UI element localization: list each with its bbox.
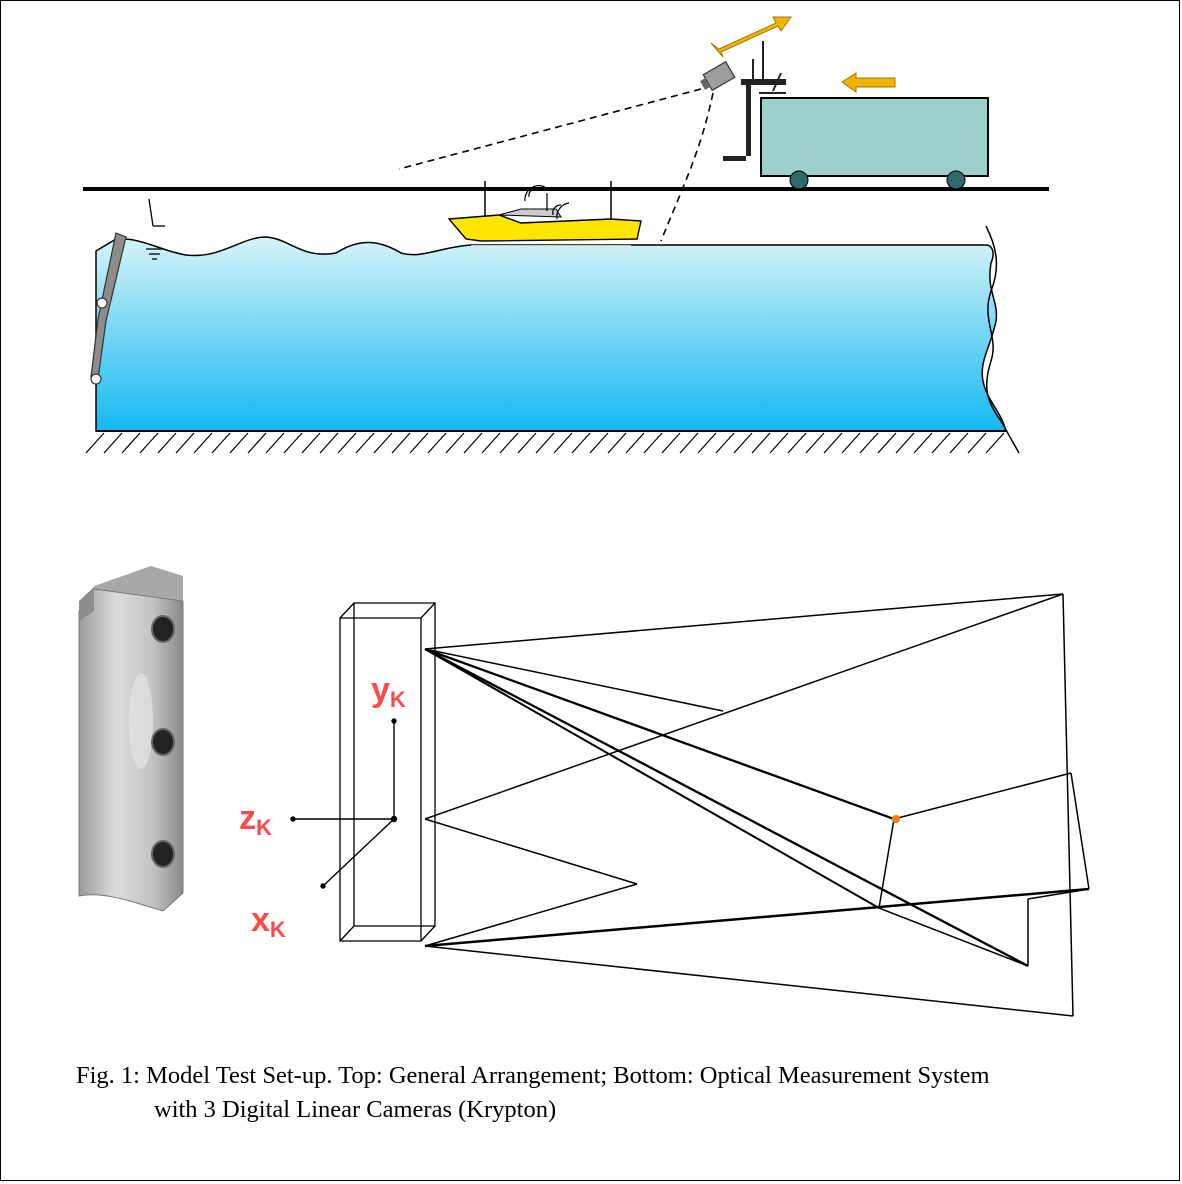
caption-line-1: Fig. 1: Model Test Set-up. Top: General … — [76, 1062, 990, 1089]
hatch-stroke — [733, 432, 753, 454]
hatch-stroke — [589, 432, 609, 454]
axis-label-x: xK — [251, 901, 286, 942]
hatch-stroke — [985, 432, 1005, 454]
hatch-stroke — [643, 432, 663, 454]
hatch-stroke — [355, 432, 375, 454]
optical-geometry — [290, 593, 1090, 1017]
wave-maker-flap — [90, 232, 127, 385]
axis-label-y: yK — [371, 671, 406, 712]
hatch-stroke — [751, 432, 771, 454]
camera-sight-line — [398, 88, 702, 170]
hatch-stroke — [769, 432, 789, 454]
towing-carriage — [700, 41, 989, 190]
hatch-stroke — [805, 432, 825, 454]
hatch-stroke — [895, 432, 915, 454]
hatch-stroke — [463, 432, 483, 454]
hatch-stroke — [535, 432, 555, 454]
water-body — [95, 236, 1007, 432]
figure-caption: Fig. 1: Model Test Set-up. Top: General … — [76, 1059, 1166, 1127]
general-arrangement — [83, 16, 1049, 454]
target-point — [892, 815, 900, 823]
ship-model — [447, 181, 642, 253]
hatch-stroke — [571, 432, 591, 454]
hatch-stroke — [121, 432, 141, 454]
hatch-stroke — [193, 432, 213, 454]
hatch-stroke — [949, 432, 969, 454]
hatch-stroke — [499, 432, 519, 454]
hatch-stroke — [319, 432, 339, 454]
floor-hatching — [85, 432, 1005, 454]
hatch-stroke — [841, 432, 861, 454]
carriage-direction-arrow-icon — [841, 72, 896, 93]
hatch-stroke — [283, 432, 303, 454]
hatch-stroke — [373, 432, 393, 454]
camera-box-wireframe — [339, 602, 436, 942]
hatch-stroke — [697, 432, 717, 454]
camera-sight-line — [660, 92, 714, 242]
hatch-stroke — [103, 432, 123, 454]
camera-view-fans — [424, 593, 1090, 1017]
hatch-stroke — [859, 432, 879, 454]
hatch-stroke — [607, 432, 627, 454]
hatch-stroke — [427, 432, 447, 454]
hatch-stroke — [481, 432, 501, 454]
caption-line-2: with 3 Digital Linear Cameras (Krypton) — [154, 1096, 557, 1123]
hatch-stroke — [301, 432, 321, 454]
hatch-stroke — [391, 432, 411, 454]
hatch-stroke — [175, 432, 195, 454]
hatch-stroke — [715, 432, 735, 454]
hatch-stroke — [625, 432, 645, 454]
hatch-stroke — [85, 432, 105, 454]
hatch-stroke — [967, 432, 987, 454]
hatch-stroke — [409, 432, 429, 454]
hatch-stroke — [877, 432, 897, 454]
hatch-stroke — [787, 432, 807, 454]
axis-label-z: zK — [239, 799, 272, 840]
hatch-stroke — [517, 432, 537, 454]
hatch-stroke — [247, 432, 267, 454]
hatch-stroke — [229, 432, 249, 454]
camera-lens-icon — [151, 615, 175, 868]
hatch-stroke — [265, 432, 285, 454]
hatch-stroke — [445, 432, 465, 454]
hatch-stroke — [337, 432, 357, 454]
hatch-stroke — [157, 432, 177, 454]
hatch-stroke — [913, 432, 933, 454]
camera-axes — [290, 718, 398, 889]
tank-cut-line — [985, 225, 1020, 454]
water-level-marker-icon — [146, 198, 165, 260]
hatch-stroke — [931, 432, 951, 454]
hatch-stroke — [823, 432, 843, 454]
krypton-camera-unit — [78, 566, 184, 912]
hatch-stroke — [661, 432, 681, 454]
camera-swivel-arrow-icon — [710, 16, 792, 58]
hatch-stroke — [211, 432, 231, 454]
hatch-stroke — [139, 432, 159, 454]
hatch-stroke — [553, 432, 573, 454]
hatch-stroke — [679, 432, 699, 454]
